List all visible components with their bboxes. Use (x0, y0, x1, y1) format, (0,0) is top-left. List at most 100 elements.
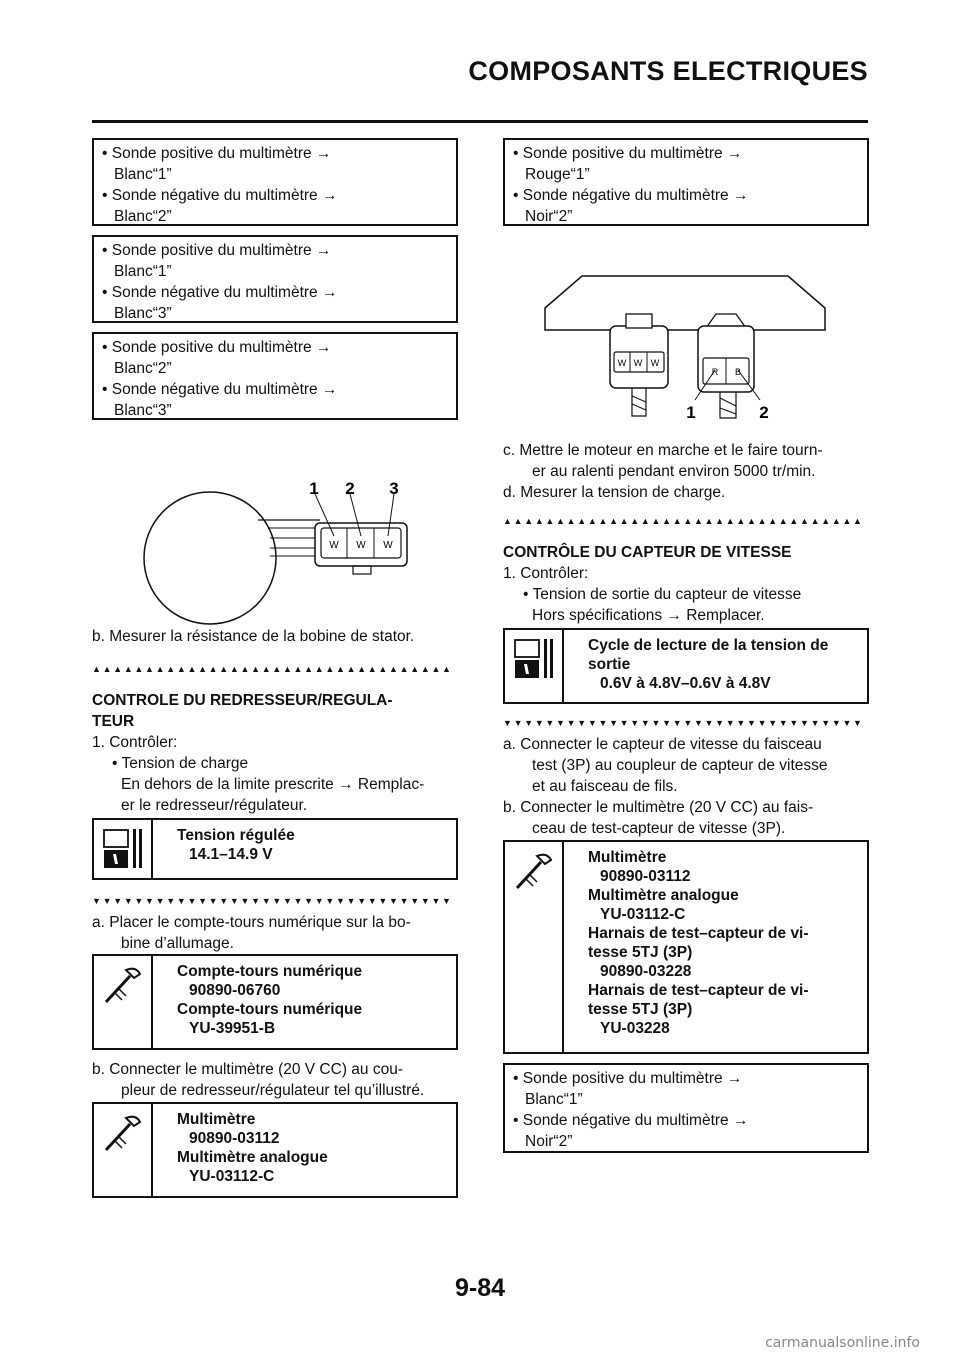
check-step: 1. Contrôler: (503, 565, 589, 582)
probe-line: Blanc“1” (114, 166, 172, 183)
section-heading: CONTRÔLE DU CAPTEUR DE VITESSE (503, 544, 792, 561)
callout-2: 2 (759, 403, 768, 422)
callout-2: 2 (345, 479, 354, 498)
header-rule (92, 120, 868, 123)
step-c-text: er au ralenti pendant environ 5000 tr/mi… (532, 463, 816, 480)
tool-box-tachometer: Compte-tours numérique 90890-06760 Compt… (92, 954, 458, 1050)
spec-box-output-voltage: Cycle de lecture de la tension de sortie… (503, 628, 869, 704)
spec-value: 14.1–14.9 V (189, 846, 273, 863)
tool-line: tesse 5TJ (3P) (588, 944, 693, 961)
tool-line: YU-03112-C (600, 906, 686, 923)
check-detail: er le redresseur/régulateur. (121, 797, 308, 814)
tool-line: YU-39951-B (189, 1020, 276, 1037)
watermark: carmanualsonline.info (765, 1335, 920, 1351)
step-c-text: c. Mettre le moteur en marche et le fair… (503, 442, 823, 459)
tool-line: 90890-03112 (600, 868, 691, 885)
step-b2-text: pleur de redresseur/régulateur tel qu’il… (121, 1082, 425, 1099)
callout-1: 1 (309, 479, 318, 498)
tool-icon (94, 1104, 153, 1196)
specification-icon (505, 630, 564, 702)
page-number: 9-84 (454, 1274, 506, 1302)
tool-box-multimeter-harness: Multimètre 90890-03112 Multimètre analog… (503, 840, 869, 1054)
probe-line: Blanc“3” (114, 305, 172, 322)
rectifier-coupler-figure: W W W R B 1 2 (544, 275, 826, 422)
step-d-text: d. Mesurer la tension de charge. (503, 484, 726, 501)
probe-line: • Sonde positive du multimètre → (102, 145, 332, 162)
probe-box-right-1: • Sonde positive du multimètre → Rouge“1… (503, 138, 869, 226)
probe-line: • Sonde négative du multimètre → (102, 187, 338, 204)
tool-line: YU-03228 (600, 1020, 670, 1037)
pin-label: R (712, 367, 719, 377)
check-bullet: • Tension de sortie du capteur de vitess… (523, 586, 802, 603)
tool-line: Harnais de test–capteur de vi- (588, 982, 809, 999)
specification-icon (94, 820, 153, 878)
pin-label: W (634, 358, 643, 368)
tool-line: Harnais de test–capteur de vi- (588, 925, 809, 942)
step-a-text: a. Placer le compte-tours numérique sur … (92, 914, 411, 931)
probe-line: • Sonde négative du multimètre → (102, 284, 338, 301)
step-a-text: et au faisceau de fils. (532, 778, 678, 795)
pin-label: W (618, 358, 627, 368)
probe-line: • Sonde négative du multimètre → (513, 187, 749, 204)
check-detail: En dehors de la limite prescrite → Rempl… (121, 776, 425, 793)
tool-line: Compte-tours numérique (177, 1001, 363, 1018)
check-detail: Hors spécifications → Remplacer. (532, 607, 765, 624)
probe-line: Noir“2” (525, 1133, 573, 1150)
step-a-text: test (3P) au coupleur de capteur de vite… (532, 757, 828, 774)
tool-line: Multimètre (177, 1111, 256, 1128)
probe-line: Noir“2” (525, 208, 573, 225)
step-b-text: ceau de test-capteur de vitesse (3P). (532, 820, 786, 837)
probe-box-1: • Sonde positive du multimètre → Blanc“1… (92, 138, 458, 226)
probe-line: • Sonde négative du multimètre → (102, 381, 338, 398)
probe-line: • Sonde négative du multimètre → (513, 1112, 749, 1129)
pin-label: W (356, 540, 366, 551)
tool-icon (94, 956, 153, 1048)
section-end-marker: ▲▲▲▲▲▲▲▲▲▲▲▲▲▲▲▲▲▲▲▲▲▲▲▲▲▲▲▲▲▲▲▲▲▲ (92, 664, 453, 674)
section-heading: TEUR (92, 713, 135, 730)
step-b-text: b. Connecter le multimètre (20 V CC) au … (503, 799, 814, 816)
section-heading: CONTROLE DU REDRESSEUR/REGULA- (92, 692, 393, 709)
probe-box-right-2: • Sonde positive du multimètre → Blanc“1… (503, 1063, 869, 1153)
page-title: COMPOSANTS ELECTRIQUES (468, 56, 868, 86)
tool-line: 90890-03228 (600, 963, 692, 980)
step-b2-text: b. Connecter le multimètre (20 V CC) au … (92, 1061, 403, 1078)
callout-1: 1 (686, 403, 695, 422)
probe-line: • Sonde positive du multimètre → (513, 145, 743, 162)
callout-3: 3 (389, 479, 398, 498)
step-b-text: b. Mesurer la résistance de la bobine de… (92, 628, 415, 645)
probe-line: Blanc“3” (114, 402, 172, 419)
pin-label: B (735, 367, 741, 377)
pin-label: W (329, 540, 339, 551)
spec-box-regulated-voltage: Tension régulée 14.1–14.9 V (92, 818, 458, 880)
tool-line: Multimètre analogue (177, 1149, 328, 1166)
tool-line: 90890-06760 (189, 982, 281, 999)
probe-line: • Sonde positive du multimètre → (513, 1070, 743, 1087)
probe-line: • Sonde positive du multimètre → (102, 242, 332, 259)
probe-box-3: • Sonde positive du multimètre → Blanc“2… (92, 332, 458, 420)
probe-line: Blanc“2” (114, 360, 172, 377)
pin-label: W (651, 358, 660, 368)
check-step: 1. Contrôler: (92, 734, 178, 751)
tool-line: Multimètre analogue (588, 887, 739, 904)
tool-line: 90890-03112 (189, 1130, 280, 1147)
tool-line: YU-03112-C (189, 1168, 275, 1185)
check-bullet: • Tension de charge (112, 755, 249, 772)
spec-title: Tension régulée (177, 827, 295, 844)
spec-title: Cycle de lecture de la tension de (588, 637, 829, 654)
stator-coupler-figure: W W W 1 2 3 (143, 479, 408, 625)
probe-line: Blanc“2” (114, 208, 172, 225)
tool-box-multimeter: Multimètre 90890-03112 Multimètre analog… (92, 1102, 458, 1198)
section-start-marker: ▼▼▼▼▼▼▼▼▼▼▼▼▼▼▼▼▼▼▼▼▼▼▼▼▼▼▼▼▼▼▼▼▼▼ (503, 718, 864, 728)
probe-box-2: • Sonde positive du multimètre → Blanc“1… (92, 235, 458, 323)
spec-title: sortie (588, 656, 631, 673)
pin-label: W (383, 540, 393, 551)
tool-line: tesse 5TJ (3P) (588, 1001, 693, 1018)
probe-line: • Sonde positive du multimètre → (102, 339, 332, 356)
section-end-marker: ▲▲▲▲▲▲▲▲▲▲▲▲▲▲▲▲▲▲▲▲▲▲▲▲▲▲▲▲▲▲▲▲▲▲ (503, 516, 864, 526)
tool-line: Multimètre (588, 849, 667, 866)
tool-line: Compte-tours numérique (177, 963, 363, 980)
probe-line: Rouge“1” (525, 166, 590, 183)
step-a-text: a. Connecter le capteur de vitesse du fa… (503, 736, 822, 753)
probe-line: Blanc“1” (525, 1091, 583, 1108)
tool-icon (505, 842, 564, 1052)
